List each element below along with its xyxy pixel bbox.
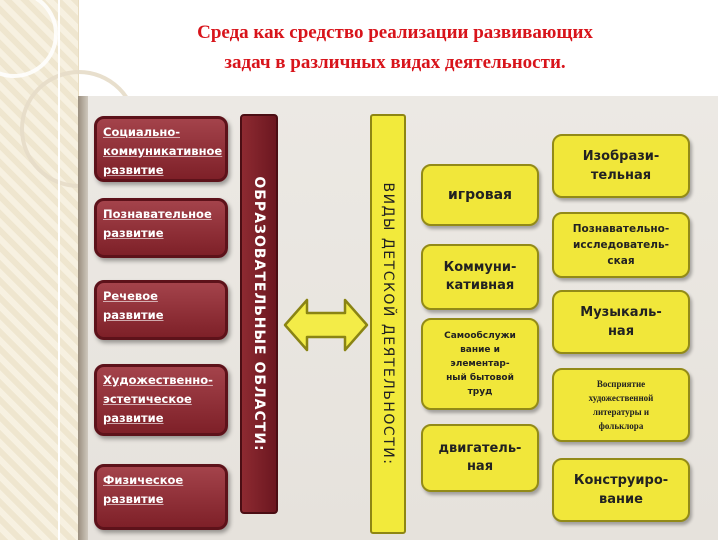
activity-motor: двигатель- ная [421,424,539,492]
activity-label: Восприятие художественной литературы и ф… [588,379,654,431]
activity-visual-art: Изобрази- тельная [552,134,690,198]
activity-label: Музыкаль- ная [580,305,662,339]
activity-selfcare: Самообслужи вание и элементар- ный бытов… [421,318,539,410]
activity-label: Самообслужи вание и элементар- ный бытов… [444,331,516,397]
diagram-photo: Социально-коммуникативное развитие Позна… [78,96,718,540]
decorative-circle [0,0,58,78]
activity-literature: Восприятие художественной литературы и ф… [552,368,690,442]
activity-label: Изобрази- тельная [582,149,660,183]
educational-areas-label: ОБРАЗОВАТЕЛЬНЫЕ ОБЛАСТИ: [251,176,267,452]
area-social: Социально-коммуникативное развитие [94,116,228,182]
decorative-side-strip [0,0,138,540]
area-label: Познавательное развитие [103,207,212,240]
activity-label: Коммуни- кативная [443,260,517,293]
activity-label: Познавательно- исследователь- ская [572,223,670,267]
activity-construction: Конструиро- вание [552,458,690,522]
area-label: Физическое развитие [103,473,184,506]
area-speech: Речевое развитие [94,280,228,340]
activity-label: двигатель- ная [438,441,522,474]
area-label: Художественно-эстетическое развитие [103,373,213,425]
double-arrow-icon [283,298,369,352]
area-label: Речевое развитие [103,289,164,322]
activity-types-label: ВИДЫ ДЕТСКОЙ ДЕЯТЕЛЬНОСТИ: [380,182,396,466]
activity-label: Конструиро- вание [573,473,669,507]
educational-areas-bar: ОБРАЗОВАТЕЛЬНЫЕ ОБЛАСТИ: [240,114,278,514]
activity-communicative: Коммуни- кативная [421,244,539,310]
activity-music: Музыкаль- ная [552,290,690,354]
slide-title-text: Среда как средство реализации развивающи… [197,22,593,73]
decorative-line [58,0,60,540]
activity-label: игровая [447,187,513,203]
area-artistic: Художественно-эстетическое развитие [94,364,228,436]
slide-title: Среда как средство реализации развивающи… [95,18,695,78]
area-physical: Физическое развитие [94,464,228,530]
area-cognitive: Познавательное развитие [94,198,228,258]
photo-edge [78,96,88,540]
area-label: Социально-коммуникативное развитие [103,125,223,177]
activity-play: игровая [421,164,539,226]
activity-types-bar: ВИДЫ ДЕТСКОЙ ДЕЯТЕЛЬНОСТИ: [370,114,406,534]
activity-research: Познавательно- исследователь- ская [552,212,690,278]
